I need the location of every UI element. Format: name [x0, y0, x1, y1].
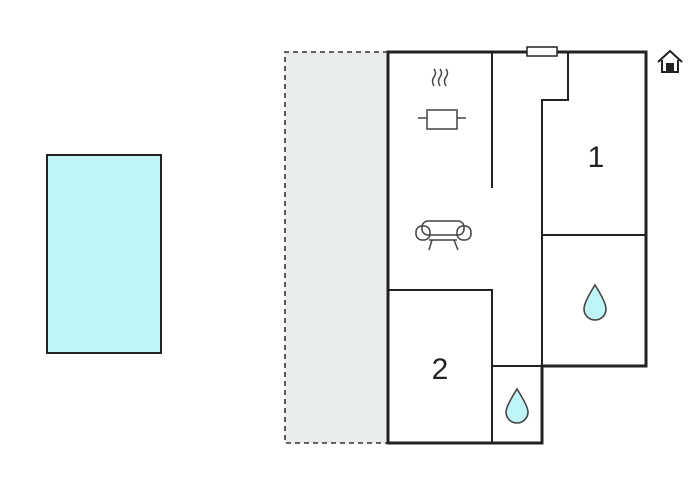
terrace-outline — [284, 51, 388, 444]
swimming-pool — [46, 154, 162, 354]
interior-walls — [388, 52, 646, 443]
sofa-icon — [415, 220, 472, 251]
cooking-pot-icon — [418, 68, 466, 130]
room-label-1: 1 — [588, 141, 605, 174]
house-entrance-icon — [657, 49, 683, 73]
terrace — [285, 52, 388, 443]
water-drop-icon — [583, 283, 607, 321]
room-label-2: 2 — [432, 353, 449, 386]
water-drop-icon — [505, 387, 529, 424]
top-window — [526, 46, 558, 57]
